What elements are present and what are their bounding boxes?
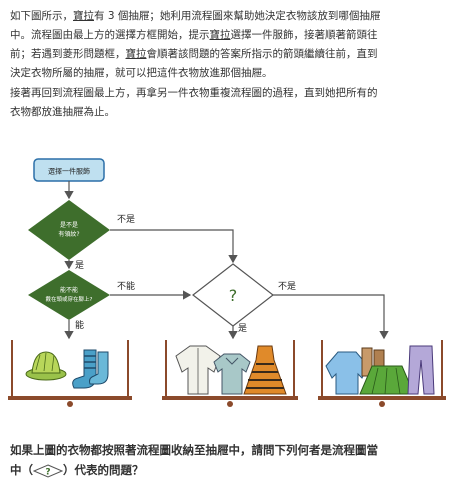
q1-text-line2: 有領紋? (58, 230, 79, 238)
q1-text-line1: 是不是 (60, 222, 78, 229)
intro-line-4: 決定衣物所屬的抽屜，就可以把這件衣物放進那個抽屜。 (10, 67, 273, 79)
flowchart-diagram: 選擇一件服飾 是不是 有領紋? 不是 是 能不能 戴在頭或穿在腳上? 不能 能 … (8, 158, 446, 407)
shirt-icon (213, 353, 251, 395)
intro-line-3: 前；若遇到菱形問題框，寶拉會順著該問題的答案所指示的箭頭繼續往前，直到 (10, 48, 378, 60)
q3-no-label: 不是 (278, 281, 296, 292)
intro-line-5: 接著再回到流程圖最上方，再拿另一件衣物重複流程圖的過程，直到她把所有的 (10, 87, 378, 99)
q1-no-label: 不是 (117, 214, 135, 225)
drawer-2 (162, 340, 298, 407)
question-diamond-collar (28, 200, 110, 260)
diamond-question-icon: ? (33, 463, 63, 478)
skirt-icon (359, 365, 415, 395)
q2-no-label: 不能 (117, 280, 135, 292)
dress-icon (243, 345, 287, 395)
intro-line-6: 衣物都放進抽屜為止。 (10, 106, 115, 118)
q2-text-line2: 戴在頭或穿在腳上? (46, 295, 93, 303)
svg-text:?: ? (45, 467, 50, 477)
q1-yes-label: 是 (75, 260, 84, 271)
hat-icon (25, 351, 67, 381)
drawer-1 (8, 340, 132, 407)
question-diamond-head-feet (28, 270, 110, 320)
pants-icon (407, 345, 435, 395)
intro-paragraph-1: 如下圖所示，寶拉有 3 個抽屜；她利用流程圖來幫助她決定衣物該放到哪個抽屜 中。… (10, 7, 450, 83)
jacket-icon (175, 345, 221, 395)
name-paula: 寶拉 (73, 10, 94, 22)
question-text: 如果上圖的衣物都按照著流程圖收納至抽屜中，請問下列何者是流程圖當 中（?）代表的… (10, 440, 450, 480)
sweater-icon (325, 351, 369, 395)
name-paula: 寶拉 (209, 29, 231, 41)
q2-yes-label: 能 (75, 319, 84, 331)
intro-paragraph-2: 接著再回到流程圖最上方，再拿另一件衣物重複流程圖的過程，直到她把所有的 衣物都放… (10, 84, 450, 122)
q3-question-mark: ? (229, 286, 238, 305)
question-line-2: 中（?）代表的問題？ (10, 463, 144, 478)
q3-yes-label: 是 (238, 323, 247, 334)
name-paula: 寶拉 (125, 48, 147, 60)
start-box-label: 選擇一件服飾 (48, 167, 90, 176)
q2-text-line1: 能不能 (60, 286, 78, 294)
question-line-1: 如果上圖的衣物都按照著流程圖收納至抽屜中，請問下列何者是流程圖當 (10, 443, 378, 457)
intro-line-1: 如下圖所示，寶拉有 3 個抽屜；她利用流程圖來幫助她決定衣物該放到哪個抽屜 (10, 10, 381, 22)
socks-icon (72, 349, 109, 389)
intro-line-2: 中。流程圖由最上方的選擇方框開始，提示寶拉選擇一件服飾，接著順著箭頭往 (10, 29, 378, 41)
drawer-3 (318, 340, 446, 407)
